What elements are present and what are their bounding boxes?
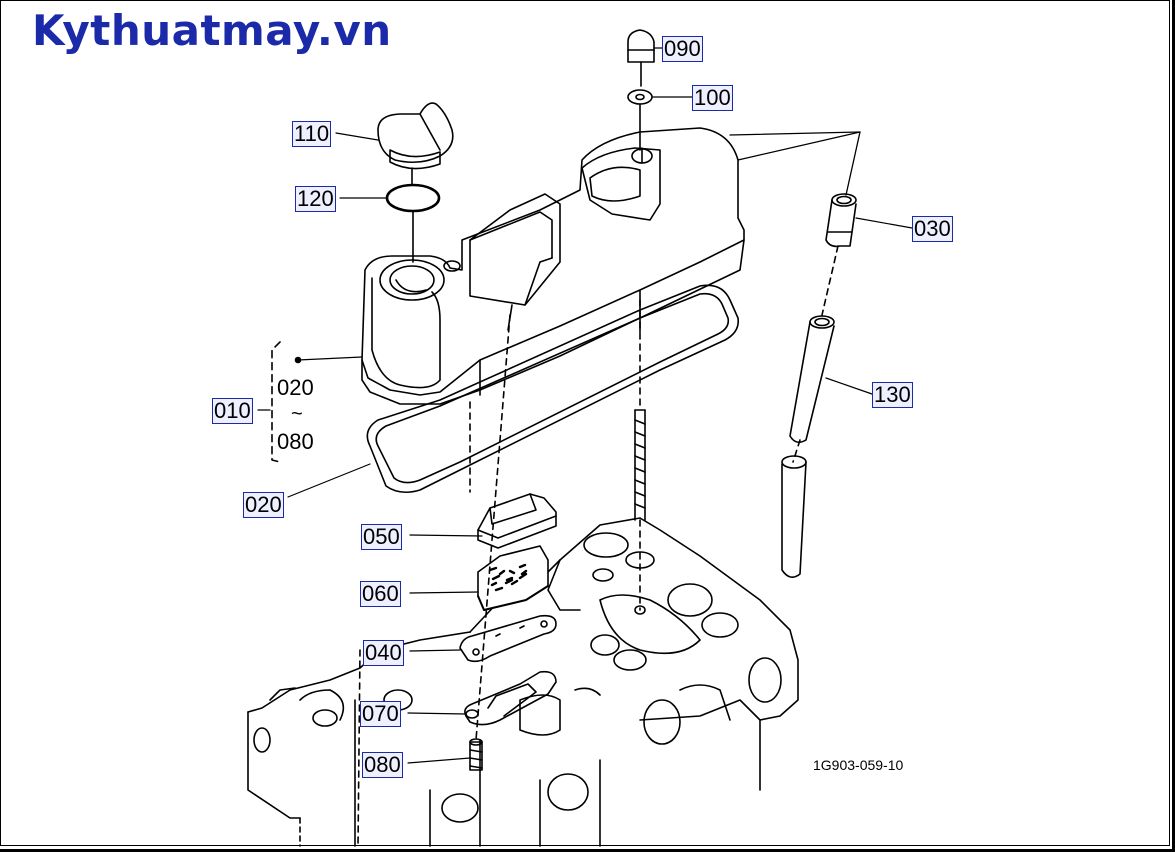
oil-filler-cap	[377, 102, 454, 186]
part-label-130: 130	[872, 382, 913, 408]
washer	[627, 89, 653, 151]
range-end-label: 080	[277, 429, 314, 454]
breather-chamber	[477, 493, 557, 549]
mounting-bolt	[469, 738, 483, 771]
part-label-060: 060	[360, 581, 401, 607]
part-label-120: 120	[295, 186, 336, 212]
assembly-centerline	[475, 314, 511, 741]
cylinder-head	[247, 517, 799, 847]
range-start-label: 020	[277, 375, 314, 400]
part-label-010: 010	[212, 398, 253, 424]
part-label-070: 070	[360, 701, 401, 727]
drawing-code: 1G903-059-10	[813, 757, 904, 773]
rocker-cover-gasket	[366, 284, 740, 494]
range-symbol: ~	[291, 403, 303, 425]
part-label-050: 050	[361, 524, 402, 550]
breather-hose	[781, 315, 835, 578]
part-label-090: 090	[662, 36, 703, 62]
part-label-040: 040	[363, 640, 404, 666]
breather-element	[477, 545, 549, 611]
breather-joint	[821, 131, 861, 316]
stud-bolt	[634, 299, 646, 611]
part-label-020: 020	[243, 492, 284, 518]
part-label-030: 030	[912, 216, 953, 242]
leader-lines	[257, 47, 913, 764]
part-label-100: 100	[692, 85, 733, 111]
breather-plate	[459, 614, 557, 663]
part-label-080: 080	[362, 752, 403, 778]
rocker-cover	[361, 127, 861, 405]
breather-cover-plate	[464, 670, 557, 726]
part-label-110: 110	[292, 121, 332, 147]
o-ring	[385, 183, 441, 263]
range-bracket	[271, 341, 281, 463]
cap-nut	[627, 29, 655, 87]
watermark-logo: Kythuatmay.vn	[32, 6, 392, 55]
assembly-dot	[294, 356, 302, 364]
